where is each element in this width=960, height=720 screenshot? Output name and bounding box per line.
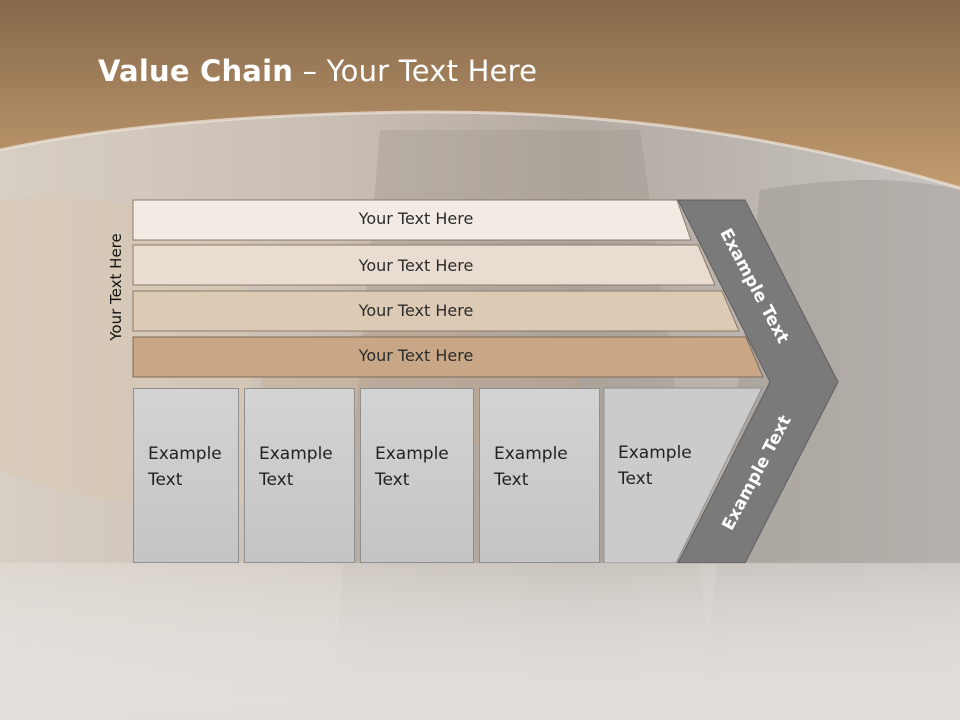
band-4 — [132, 336, 764, 378]
box-3-label: Example Text — [375, 444, 449, 490]
band-3 — [132, 290, 740, 332]
box-3: Example Text — [360, 388, 474, 563]
band-label-3: Your Text Here — [358, 301, 474, 320]
box-5-label: Example Text — [618, 443, 692, 489]
box-4-label: Example Text — [494, 444, 568, 490]
band-label-4: Your Text Here — [358, 346, 474, 365]
box-2-label: Example Text — [259, 444, 333, 490]
title-bold: Value Chain — [98, 54, 294, 88]
band-2 — [132, 244, 716, 286]
box-5: Example Text — [604, 388, 704, 563]
band-label-1: Your Text Here — [358, 209, 474, 228]
box-4: Example Text — [479, 388, 600, 563]
slide-title: Value Chain – Your Text Here — [98, 54, 537, 88]
box-1: Example Text — [133, 388, 239, 563]
reflection-fade — [0, 563, 960, 720]
box-1-label: Example Text — [148, 444, 222, 490]
title-rest: – Your Text Here — [293, 54, 538, 88]
box-2: Example Text — [244, 388, 355, 563]
band-label-2: Your Text Here — [358, 256, 474, 275]
band-1 — [132, 199, 692, 241]
